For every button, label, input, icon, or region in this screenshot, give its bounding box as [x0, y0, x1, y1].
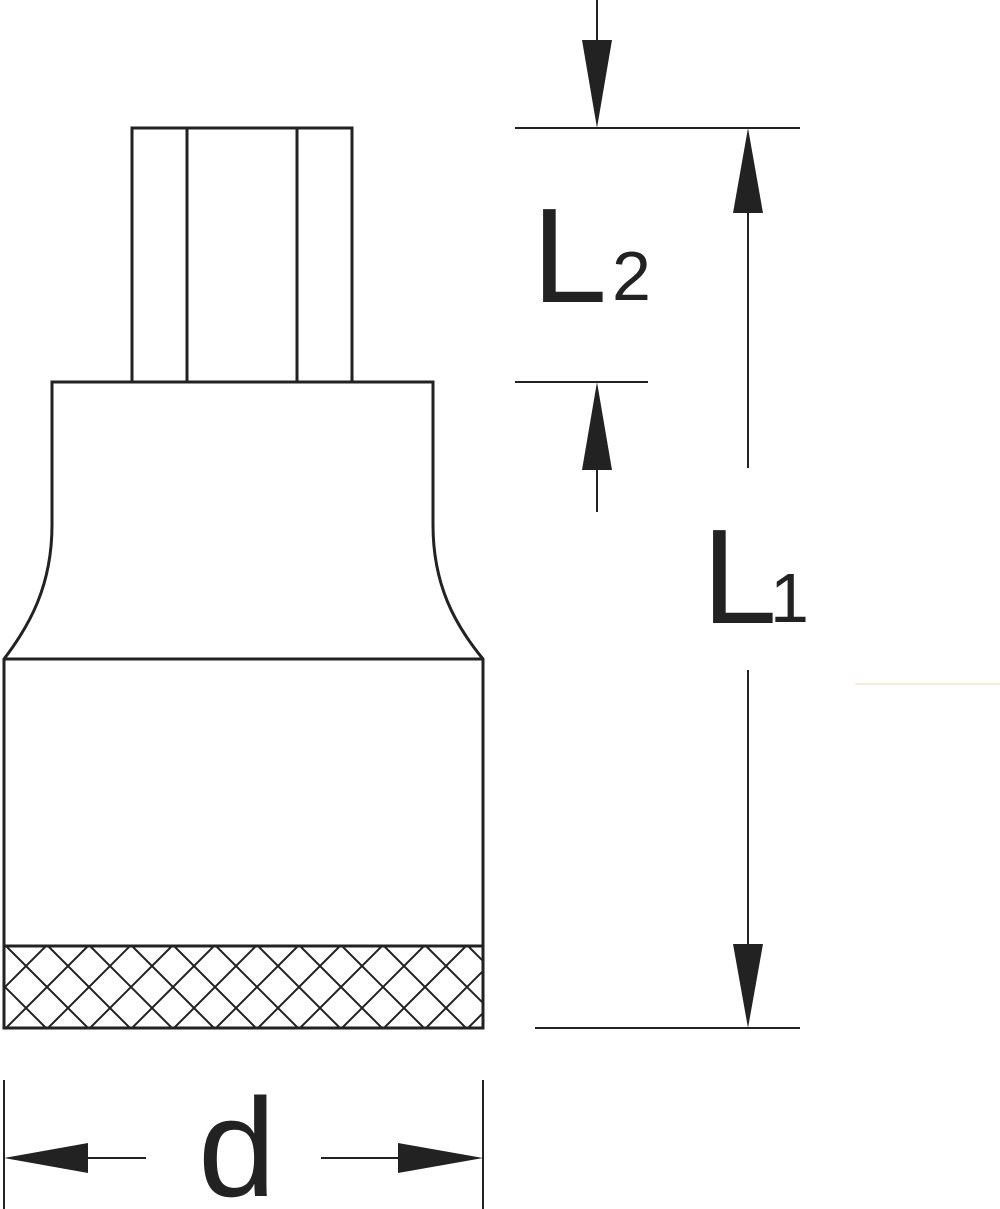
l2-label: L [532, 180, 607, 331]
knurl-line [4, 946, 47, 990]
knurl-line [425, 969, 483, 1028]
knurl-pattern [4, 946, 676, 1028]
l2-top-arrow [582, 40, 612, 128]
l1-label: L [702, 501, 777, 652]
dimension-l1: L 1 [535, 128, 809, 1029]
knurl-line [89, 946, 173, 1028]
knurl-line [467, 1011, 483, 1028]
knurl-line [594, 946, 676, 1028]
knurl-line [215, 946, 299, 1028]
l1-subscript: 1 [770, 559, 809, 637]
d-label: d [198, 1069, 276, 1209]
l1-bottom-arrow [733, 944, 763, 1028]
knurl-line [257, 946, 341, 1028]
knurl-line [594, 946, 676, 1028]
knurl-line [131, 946, 215, 1028]
knurl-line [173, 946, 257, 1028]
d-right-arrow [398, 1143, 483, 1173]
knurl-line [552, 946, 634, 1028]
knurl-line [467, 946, 483, 963]
knurl-line [5, 946, 89, 1028]
socket-body [2, 380, 485, 1030]
knurl-line [341, 946, 425, 1028]
d-left-arrow [4, 1143, 88, 1173]
l2-bottom-arrow [582, 382, 612, 470]
knurl-line [510, 946, 592, 1028]
knurl-line [47, 946, 131, 1028]
dimension-d: d [3, 1069, 484, 1209]
knurl-line [299, 946, 383, 1028]
dimension-l2: L 2 [515, 0, 800, 512]
l1-top-arrow [733, 128, 763, 213]
knurl-line [4, 984, 47, 1028]
hex-bit [130, 126, 354, 384]
knurl-line [383, 946, 467, 1028]
knurl-line [552, 946, 634, 1028]
knurl-line [510, 946, 592, 1028]
l2-subscript: 2 [612, 237, 651, 315]
